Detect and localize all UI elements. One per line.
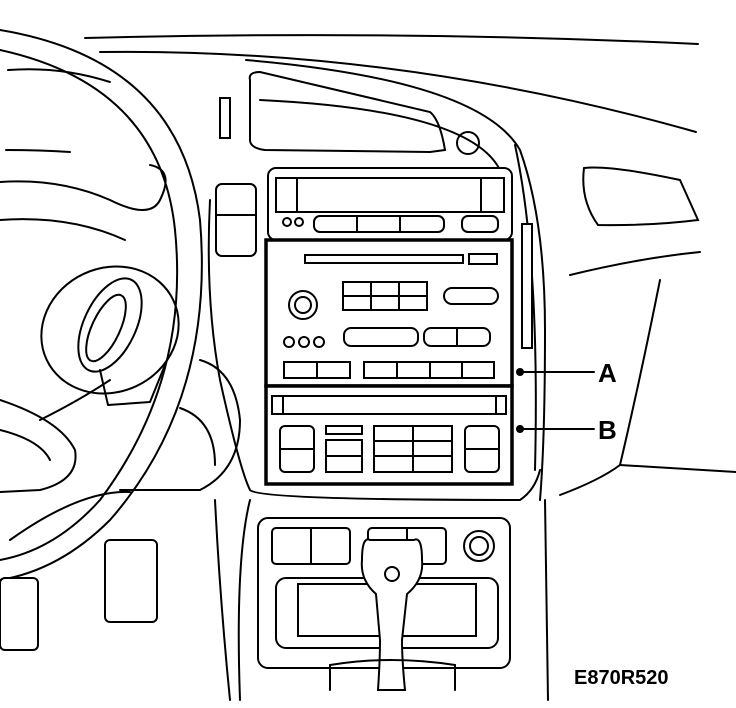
left-pedals [0, 539, 158, 651]
small-display [468, 253, 498, 265]
right-lower-contour [214, 464, 621, 701]
indicator-led [282, 217, 292, 227]
callout-a-label: A [598, 358, 617, 388]
display-window [275, 177, 505, 213]
upper-center-vents [215, 70, 700, 257]
climate-display [271, 395, 507, 415]
mode-button[interactable] [443, 287, 499, 305]
small-button[interactable] [298, 336, 310, 348]
steering-column [39, 265, 180, 421]
preset-button-strip[interactable] [313, 215, 445, 233]
cd-slot [304, 254, 464, 264]
climate-unit-b [264, 384, 514, 486]
seek-button[interactable] [343, 327, 419, 347]
gear-knob[interactable] [360, 538, 424, 691]
right-trim-slot [521, 223, 533, 349]
right-air-vent [582, 166, 700, 227]
clutch-pedal [0, 577, 39, 651]
left-vent-slot [219, 97, 231, 139]
left-switch-panel [215, 183, 257, 257]
callout-b-label: B [598, 415, 617, 445]
gear-lever [329, 538, 456, 691]
left-dash-contour [9, 359, 241, 541]
lighter-socket-inner [469, 536, 489, 556]
head-unit-top [267, 167, 533, 349]
gear-knob-button[interactable] [384, 566, 400, 582]
volume-knob-inner [294, 296, 312, 314]
brake-pedal [104, 539, 158, 623]
eject-button[interactable] [461, 215, 499, 233]
callout-leaders [516, 368, 595, 433]
radio-unit-a [264, 238, 514, 388]
figure-code: E870R520 [574, 667, 669, 689]
small-button[interactable] [313, 336, 325, 348]
center-air-vent [248, 70, 447, 154]
small-button[interactable] [283, 336, 295, 348]
climate-indicator [325, 425, 363, 435]
dashboard-outline [5, 34, 736, 473]
steering-wheel [0, 29, 203, 581]
indicator-led [294, 217, 304, 227]
